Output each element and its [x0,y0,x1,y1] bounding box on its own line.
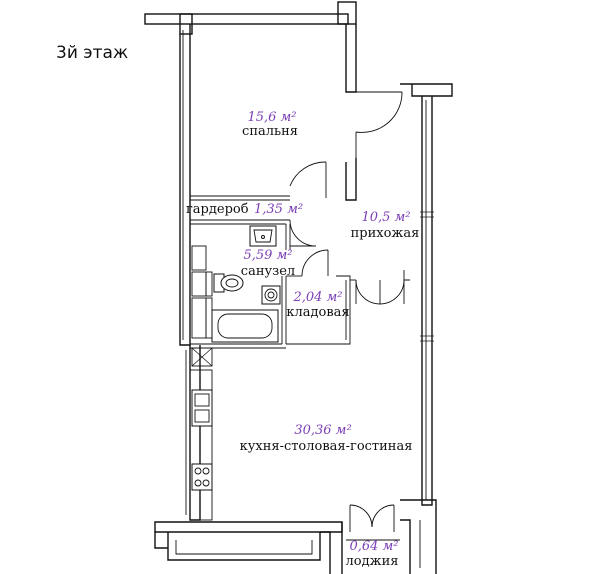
washing-machine-icon [261,285,281,305]
toilet-icon [213,273,244,293]
wardrobe-name: гардероб [186,202,249,217]
kitchen-fixtures [189,369,213,521]
living-area: 30,36 м² [294,423,351,438]
bathroom-name: санузел [241,264,295,279]
living-name: кухня-столовая-гостиная [240,439,413,454]
bathroom-fixtures [211,225,281,343]
bathtub-icon [211,309,279,343]
floor-label: 3й этаж [56,43,128,63]
bedroom-name: спальня [242,124,298,139]
cooktop-icon [191,463,213,491]
kitchen-sink-icon [191,389,213,427]
hallway-name: прихожая [351,226,420,241]
sink-icon [249,225,277,247]
hallway-area: 10,5 м² [361,210,410,225]
loggia-name: лоджия [346,554,399,569]
loggia-area: 0,64 м² [349,539,398,554]
bathroom-area: 5,59 м² [243,248,292,263]
outer-walls [144,1,453,574]
storage-name: кладовая [286,305,349,320]
doors [289,91,405,532]
storage-area: 2,04 м² [292,290,342,305]
wardrobe-area: 1,35 м² [254,202,303,217]
bedroom-area: 15,6 м² [247,110,296,125]
room-labels: 15,6 м² спальня гардероб 1,35 м² 10,5 м²… [186,110,419,569]
